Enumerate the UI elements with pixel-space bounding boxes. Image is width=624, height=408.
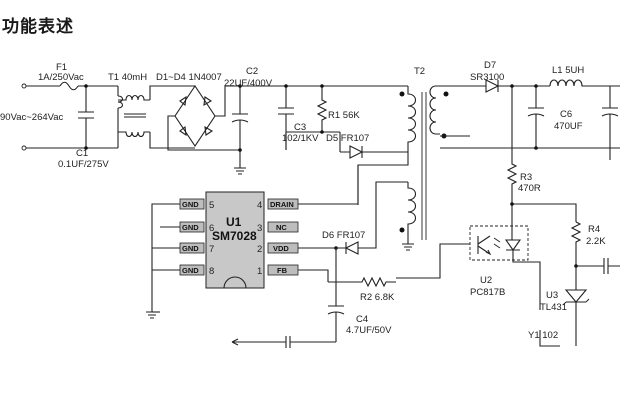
c1-value: 0.1UF/275V (58, 159, 109, 170)
c1-label: C1 (76, 148, 88, 159)
pin-number: 3 (257, 223, 262, 234)
resistor-r3 (506, 84, 518, 232)
f1-label: F1 (56, 62, 67, 73)
c4-label: C4 (356, 314, 368, 325)
y1-label: Y1 102 (528, 330, 558, 341)
bridge-rectifier (167, 85, 240, 151)
pin-number: 5 (209, 200, 214, 211)
transformer-t2 (399, 85, 449, 251)
ic-right-pins: DRAIN NC VDD FB 4 3 2 1 (257, 198, 299, 277)
pin-label: GND (182, 223, 199, 232)
pin-number: 1 (257, 266, 262, 277)
choke-t1 (117, 86, 150, 148)
pin-number: 8 (209, 266, 214, 277)
pin-label: GND (182, 266, 199, 275)
input-voltage-label: 90Vac~264Vac (0, 112, 64, 123)
capacitor-c2 (231, 84, 249, 175)
ic-part: SM7028 (212, 229, 257, 243)
r1-label: R1 56K (328, 110, 360, 121)
ic-u1 (205, 191, 265, 289)
d7-value: SR3100 (470, 72, 504, 83)
page-title: 功能表述 (2, 17, 74, 37)
diode-d5 (340, 145, 408, 159)
capacitor-c6 (527, 84, 619, 160)
ic-name: U1 (226, 215, 242, 229)
pin-number: 7 (209, 244, 214, 255)
c6-value: 470UF (554, 121, 583, 132)
u3-value: TL431 (540, 302, 567, 313)
c3-label: C3 (294, 122, 306, 133)
u3-label: U3 (546, 290, 558, 301)
c4-value: 4.7UF/50V (346, 325, 392, 336)
resistor-r4 (570, 221, 582, 266)
shunt-regulator-u3 (562, 266, 590, 346)
r3-label: R3 (520, 172, 532, 183)
pin-number: 4 (257, 200, 262, 211)
u2-label: U2 (480, 275, 492, 286)
diode-d6 (336, 205, 377, 255)
pin-label: FB (277, 266, 288, 275)
d6-label: D6 FR107 (322, 230, 365, 241)
fuse-f1 (59, 81, 79, 91)
inductor-l1 (549, 79, 620, 87)
pin-label: NC (276, 223, 287, 232)
capacitor-c1 (78, 84, 94, 150)
optocoupler-u2 (469, 225, 541, 310)
pin-label: GND (182, 200, 199, 209)
l1-label: L1 5UH (552, 65, 584, 76)
r3-value: 470R (518, 183, 541, 194)
d5-label: D5 FR107 (326, 133, 369, 144)
r2-label: R2 6.8K (360, 292, 395, 303)
resistor-r1 (316, 84, 328, 132)
pin-number: 2 (257, 244, 262, 255)
u2-value: PC817B (470, 287, 505, 298)
capacitor-c4 (327, 248, 345, 342)
d7-label: D7 (484, 60, 496, 71)
f1-rating: 1A/250Vac (38, 72, 84, 83)
resistor-r2 (328, 276, 396, 288)
c2-value: 22UF/400V (224, 78, 273, 89)
pin-label: GND (182, 244, 199, 253)
r4-label: R4 (588, 224, 600, 235)
r4-value: 2.2K (586, 236, 606, 247)
c6-label: C6 (560, 109, 572, 120)
c3-value: 102/1KV (282, 133, 319, 144)
pin-label: DRAIN (270, 200, 294, 209)
bridge-label: D1~D4 1N4007 (156, 72, 222, 83)
c2-label: C2 (246, 66, 258, 77)
pin-label: VDD (273, 244, 289, 253)
pin-number: 6 (209, 223, 214, 234)
t1-label: T1 40mH (108, 72, 147, 83)
capacitor-c3 (278, 84, 294, 150)
ic-left-pins: GND GND GND GND 5 6 7 8 (146, 198, 214, 319)
diode-d7 (485, 79, 550, 93)
t2-label: T2 (414, 66, 425, 77)
